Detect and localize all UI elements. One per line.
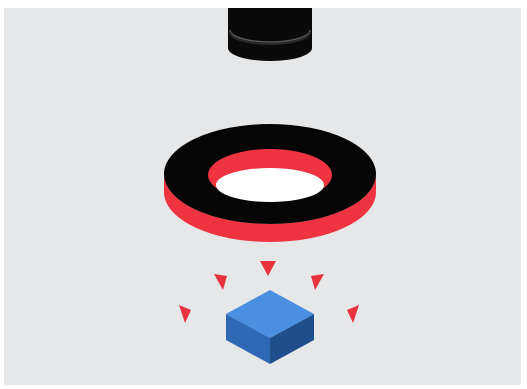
light-ray-arrow xyxy=(347,305,359,323)
ring-light xyxy=(164,124,376,242)
camera-lens-rim-highlight xyxy=(229,29,311,43)
camera-lens-rim-shadow xyxy=(229,31,311,45)
diagram-canvas xyxy=(4,8,521,385)
camera-lens xyxy=(228,8,312,61)
ring-light-hole xyxy=(216,168,324,202)
camera-lens-body xyxy=(228,8,312,61)
box-right-face xyxy=(270,314,314,364)
light-ray-arrow xyxy=(260,261,276,276)
ring-light-side xyxy=(164,174,376,242)
light-ray-arrow xyxy=(214,274,227,290)
light-rays xyxy=(179,261,359,323)
inspected-object xyxy=(226,290,314,364)
box-left-face xyxy=(226,314,270,364)
light-ray-arrow xyxy=(179,305,191,323)
box-top-face xyxy=(226,290,314,338)
light-ray-arrow xyxy=(311,274,324,290)
ring-light-illumination-diagram xyxy=(4,8,521,385)
